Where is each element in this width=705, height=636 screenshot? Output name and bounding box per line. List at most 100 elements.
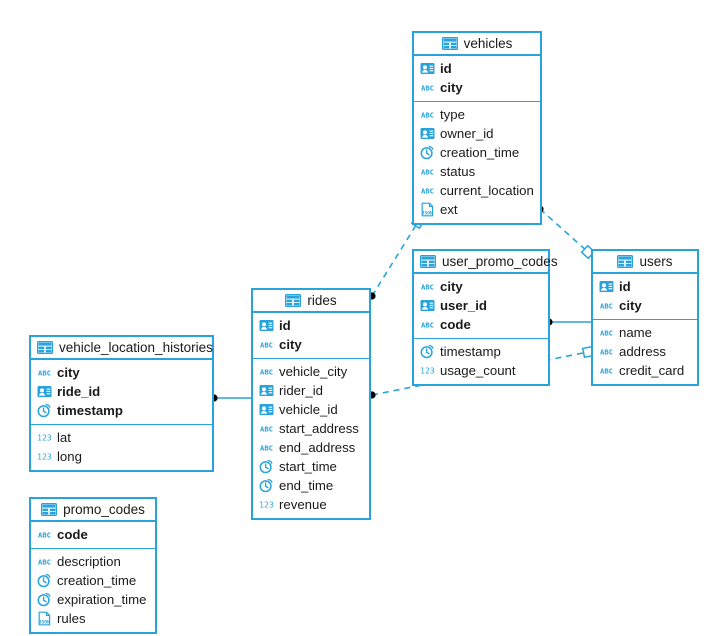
field-name: creation_time xyxy=(440,145,520,160)
json-icon: JSON xyxy=(37,611,52,626)
field-row[interactable]: creation_time xyxy=(31,571,155,590)
entity-header[interactable]: vehicles xyxy=(414,33,540,56)
abc-icon: ABC xyxy=(37,554,52,569)
field-name: lat xyxy=(57,430,71,445)
primary-key-field-row[interactable]: id xyxy=(414,59,540,78)
field-row[interactable]: rider_id xyxy=(253,381,369,400)
primary-key-field-row[interactable]: id xyxy=(593,277,697,296)
primary-key-field-row[interactable]: id xyxy=(253,316,369,335)
field-name: id xyxy=(440,61,452,76)
abc-icon: ABC xyxy=(37,527,52,542)
entity-header[interactable]: promo_codes xyxy=(31,499,155,522)
abc-icon: ABC xyxy=(259,421,274,436)
clock-icon xyxy=(37,403,52,418)
field-row[interactable]: JSON rules xyxy=(31,609,155,628)
field-name: owner_id xyxy=(440,126,494,141)
svg-text:JSON: JSON xyxy=(422,210,433,216)
field-name: code xyxy=(440,317,471,332)
primary-key-field-row[interactable]: user_id xyxy=(414,296,548,315)
entity-header[interactable]: rides xyxy=(253,290,369,313)
field-name: rules xyxy=(57,611,86,626)
svg-text:123: 123 xyxy=(420,367,435,376)
primary-key-field-row[interactable]: ride_id xyxy=(31,382,212,401)
field-row[interactable]: end_time xyxy=(253,476,369,495)
abc-icon: ABC xyxy=(259,440,274,455)
svg-text:ABC: ABC xyxy=(38,369,51,378)
svg-text:ABC: ABC xyxy=(38,558,51,567)
primary-key-field-row[interactable]: ABC city xyxy=(253,335,369,354)
field-row[interactable]: expiration_time xyxy=(31,590,155,609)
field-row[interactable]: JSON ext xyxy=(414,200,540,219)
svg-text:ABC: ABC xyxy=(260,341,273,350)
svg-text:JSON: JSON xyxy=(39,619,50,625)
table-icon xyxy=(37,341,53,354)
field-row[interactable]: vehicle_id xyxy=(253,400,369,419)
field-row[interactable]: ABC start_address xyxy=(253,419,369,438)
svg-text:ABC: ABC xyxy=(421,84,434,93)
id-card-icon xyxy=(420,61,435,76)
entity-header[interactable]: vehicle_location_histories xyxy=(31,337,213,360)
field-name: ext xyxy=(440,202,458,217)
svg-text:123: 123 xyxy=(259,501,274,510)
clock-icon xyxy=(37,592,52,607)
entity-header[interactable]: user_promo_codes xyxy=(414,251,558,274)
svg-text:ABC: ABC xyxy=(421,187,434,196)
clock-icon xyxy=(37,573,52,588)
field-row[interactable]: ABC status xyxy=(414,162,540,181)
entity-header[interactable]: users xyxy=(593,251,697,274)
svg-text:ABC: ABC xyxy=(600,329,613,338)
field-name: city xyxy=(440,80,463,95)
svg-text:ABC: ABC xyxy=(421,283,434,292)
abc-icon: ABC xyxy=(599,325,614,340)
relationship-vehicle_location_histories-to-rides[interactable] xyxy=(210,394,251,402)
field-row[interactable]: creation_time xyxy=(414,143,540,162)
field-name: id xyxy=(619,279,631,294)
id-card-icon xyxy=(420,298,435,313)
entity-name: user_promo_codes xyxy=(442,254,558,269)
field-row[interactable]: owner_id xyxy=(414,124,540,143)
clock-icon xyxy=(420,344,435,359)
abc-icon: ABC xyxy=(420,164,435,179)
field-row[interactable]: 123 lat xyxy=(31,428,212,447)
field-row[interactable]: start_time xyxy=(253,457,369,476)
primary-key-field-row[interactable]: ABC city xyxy=(414,78,540,97)
field-name: city xyxy=(279,337,302,352)
svg-text:ABC: ABC xyxy=(260,425,273,434)
field-name: address xyxy=(619,344,666,359)
field-name: status xyxy=(440,164,476,179)
json-icon: JSON xyxy=(420,202,435,217)
field-name: start_address xyxy=(279,421,359,436)
abc-icon: ABC xyxy=(420,317,435,332)
primary-key-field-row[interactable]: ABC code xyxy=(414,315,548,334)
abc-icon: ABC xyxy=(420,107,435,122)
svg-text:123: 123 xyxy=(37,434,52,443)
relationship-user_promo_codes-to-users[interactable] xyxy=(545,318,591,326)
svg-text:ABC: ABC xyxy=(421,321,434,330)
field-row[interactable]: timestamp xyxy=(414,342,548,361)
primary-key-field-row[interactable]: timestamp xyxy=(31,401,212,420)
field-name: start_time xyxy=(279,459,337,474)
